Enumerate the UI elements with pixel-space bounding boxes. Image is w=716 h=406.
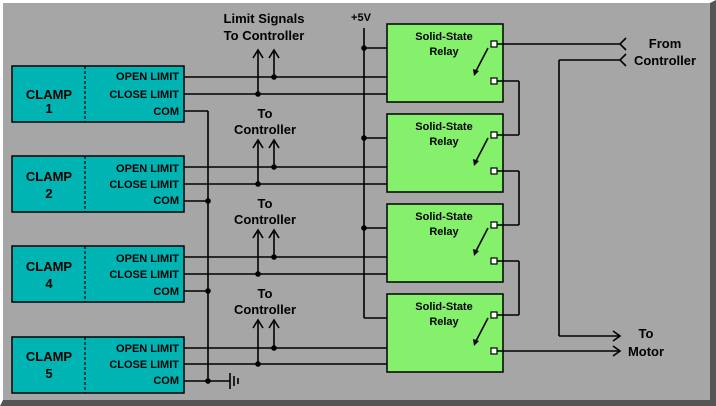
clamp-5-label: CLAMP [26,349,73,364]
clamp-4-open-limit: OPEN LIMIT [116,253,179,265]
controller-label-2: Controller [234,122,296,137]
to-label-5: To [258,286,273,301]
clamp-5-number: 5 [45,366,52,381]
relay-1-subtitle: Relay [429,46,459,58]
labels: Limit Signals To Controller To Controlle… [224,11,697,359]
from-label: From [649,36,682,51]
relay-3: Solid-State Relay [386,203,504,283]
controller-label-4: Controller [234,212,296,227]
to-motor-label-1: To [639,326,654,341]
clamp-5-close-limit: CLOSE LIMIT [109,359,179,371]
clamp-4-close-limit: CLOSE LIMIT [109,269,179,281]
clamp-2-open-limit: OPEN LIMIT [116,163,179,175]
limit-signals-to-controller-label: To Controller [224,28,305,43]
clamp-5-com: COM [153,375,179,387]
clamp-2-close-limit: CLOSE LIMIT [109,179,179,191]
to-motor-label-2: Motor [628,344,664,359]
clamp-4-label: CLAMP [26,259,73,274]
clamp-5: CLAMP 5 OPEN LIMIT CLOSE LIMIT COM [11,336,185,394]
relay-4-title: Solid-State [415,301,472,313]
relay-3-subtitle: Relay [429,226,459,238]
clamp-4-number: 4 [45,276,53,291]
clamp-4: CLAMP 4 OPEN LIMIT CLOSE LIMIT COM [11,245,185,303]
relay-2: Solid-State Relay [386,113,504,193]
clamp-2-com: COM [153,195,179,207]
clamp-1-label: CLAMP [26,87,73,102]
controller-label-5: Controller [234,302,296,317]
clamp-5-open-limit: OPEN LIMIT [116,343,179,355]
clamp-4-com: COM [153,286,179,298]
relay-1: Solid-State Relay [386,23,504,103]
relay-1-title: Solid-State [415,31,472,43]
to-label-4: To [258,196,273,211]
relay-4-subtitle: Relay [429,316,459,328]
clamp-2: CLAMP 2 OPEN LIMIT CLOSE LIMIT COM [11,155,185,213]
relay-3-title: Solid-State [415,211,472,223]
wires [184,28,627,389]
relay-4: Solid-State Relay [386,293,504,373]
clamp-1: CLAMP 1 OPEN LIMIT CLOSE LIMIT COM [11,65,185,123]
relay-2-subtitle: Relay [429,136,459,148]
clamp-2-label: CLAMP [26,169,73,184]
wiring-diagram: CLAMP 1 OPEN LIMIT CLOSE LIMIT COM CLAMP… [11,11,697,394]
clamp-1-com: COM [153,106,179,118]
limit-signals-label: Limit Signals [224,11,305,26]
relay-2-title: Solid-State [415,121,472,133]
junction-dots [205,45,367,384]
from-controller-label: Controller [634,53,696,68]
supply-label: +5V [351,12,372,24]
to-label-2: To [258,106,273,121]
clamp-1-open-limit: OPEN LIMIT [116,71,179,83]
clamp-1-close-limit: CLOSE LIMIT [109,89,179,101]
clamp-2-number: 2 [45,186,52,201]
clamp-1-number: 1 [45,101,52,116]
